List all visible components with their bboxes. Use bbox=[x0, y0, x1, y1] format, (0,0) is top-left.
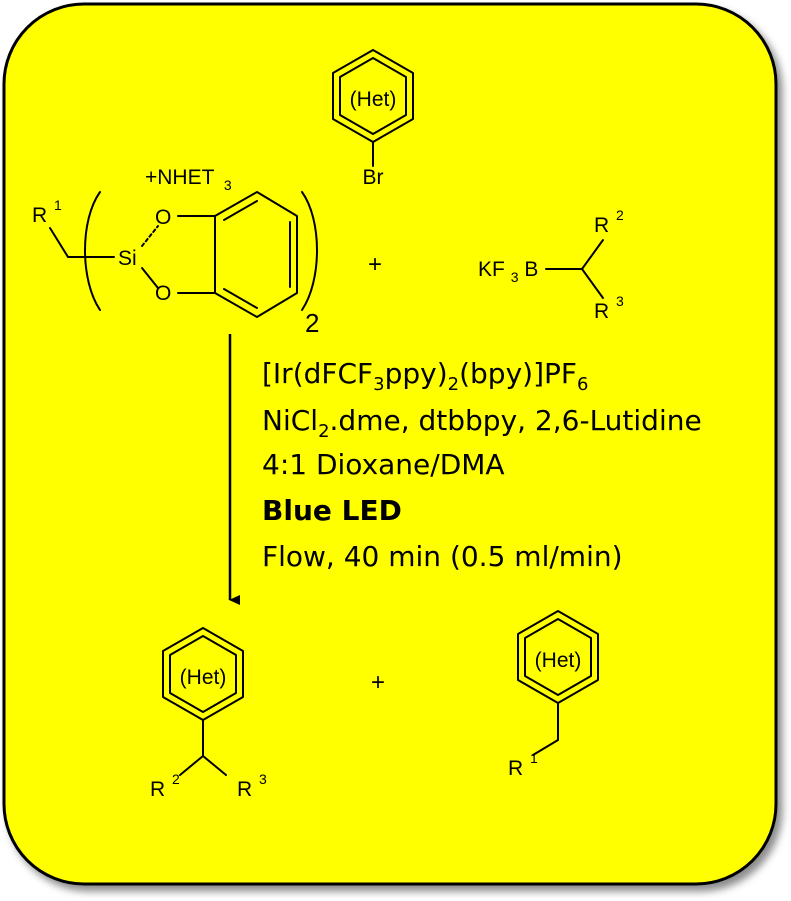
borate-b: B bbox=[524, 258, 538, 281]
catechol-silicate: +NHET 3 R 1 Si O O 2 bbox=[32, 166, 319, 338]
r2-superscript: 2 bbox=[616, 207, 624, 223]
trifluoroborate: KF 3 B R 2 R 3 bbox=[478, 207, 624, 323]
condition-photocatalyst: [Ir(dFCF3ppy)2(bpy)]PF6 bbox=[262, 357, 588, 395]
condition-nickel-system: NiCl2.dme, dtbbpy, 2,6-Lutidine bbox=[262, 404, 702, 442]
reaction-conditions: [Ir(dFCF3ppy)2(bpy)]PF6 NiCl2.dme, dtbbp… bbox=[262, 357, 702, 573]
product2-ring-label: (Het) bbox=[535, 649, 582, 672]
product1-r2-superscript: 2 bbox=[172, 771, 180, 787]
counter-cation-subscript: 3 bbox=[224, 177, 232, 193]
svg-text:+NHET 3: +NHET 3 bbox=[145, 166, 232, 193]
product2-r1-label: R 1 bbox=[508, 750, 538, 780]
product1-ring-label: (Het) bbox=[180, 666, 227, 689]
r3-label: R 3 bbox=[594, 293, 624, 323]
condition-solvent: 4:1 Dioxane/DMA bbox=[262, 448, 505, 481]
aryl-bromide: (Het) Br bbox=[332, 49, 414, 189]
panel-background bbox=[2, 2, 778, 886]
r1-label: R 1 bbox=[32, 197, 62, 227]
svg-text:KF 3 B: KF 3 B bbox=[478, 258, 538, 287]
product-cross-coupled: (Het) R 2 R 3 bbox=[150, 627, 267, 801]
condition-flow: Flow, 40 min (0.5 ml/min) bbox=[262, 540, 623, 573]
product-plus-sign: + bbox=[371, 669, 385, 696]
product1-r3-superscript: 3 bbox=[259, 771, 267, 787]
oxygen-top: O bbox=[155, 206, 171, 229]
borate-kf: KF bbox=[478, 258, 505, 281]
product-homocoupled-alkyl: (Het) R 1 bbox=[508, 610, 599, 780]
right-bracket bbox=[301, 191, 318, 311]
product1-r3-label: R 3 bbox=[237, 771, 267, 801]
silicon-atom: Si bbox=[118, 247, 137, 270]
reagent-plus-sign: + bbox=[368, 251, 382, 278]
product1-r2-label: R 2 bbox=[150, 771, 180, 801]
oxygen-bottom: O bbox=[155, 282, 171, 305]
r2-label: R 2 bbox=[594, 207, 624, 237]
left-bracket bbox=[84, 191, 101, 311]
silicate-multiplier: 2 bbox=[305, 308, 319, 338]
aryl-bromide-ring-label: (Het) bbox=[350, 88, 397, 111]
r3-superscript: 3 bbox=[616, 293, 624, 309]
counter-cation-label: +NHET bbox=[145, 166, 215, 189]
condition-blue-led: Blue LED bbox=[262, 494, 402, 527]
r1-superscript: 1 bbox=[54, 197, 62, 213]
borate-kf-subscript: 3 bbox=[511, 269, 519, 285]
product2-r1-superscript: 1 bbox=[530, 750, 538, 766]
bromine-atom: Br bbox=[363, 166, 384, 189]
